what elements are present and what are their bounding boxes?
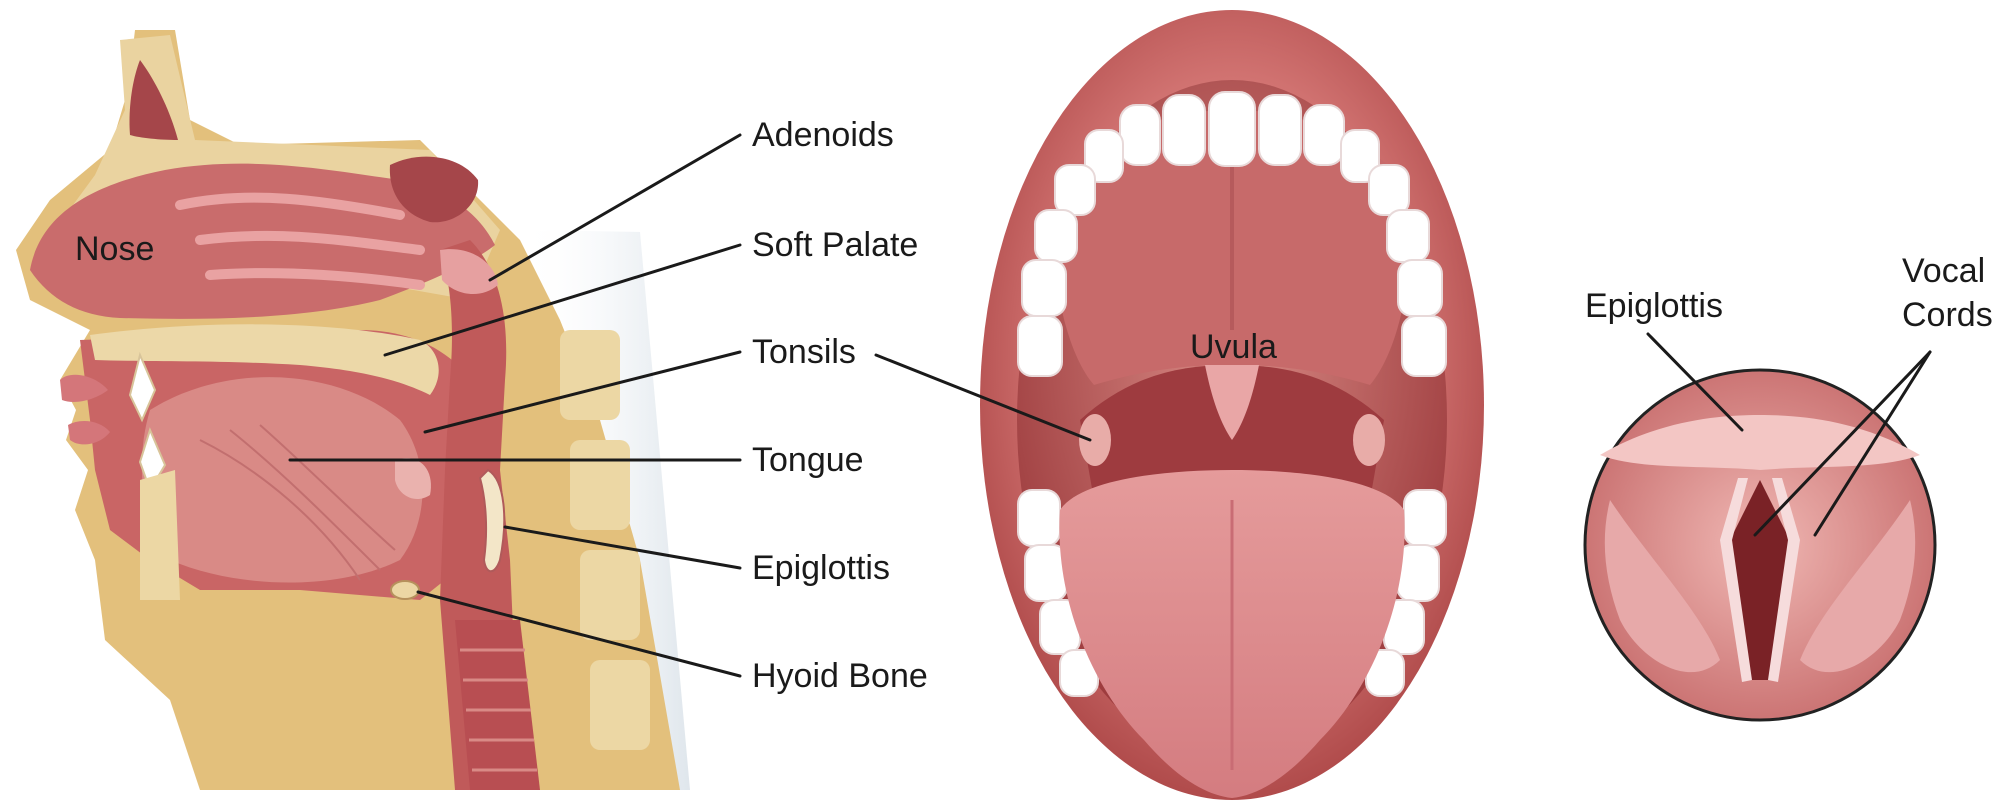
label-nose: Nose — [75, 230, 154, 268]
label-uvula: Uvula — [1190, 328, 1277, 366]
label-vocal-line1: Vocal — [1902, 252, 1985, 290]
right-tonsil — [1353, 414, 1385, 466]
label-tonsils: Tonsils — [752, 333, 856, 371]
label-soft-palate: Soft Palate — [752, 226, 918, 264]
label-tongue: Tongue — [752, 441, 864, 479]
label-epiglottis-right: Epiglottis — [1585, 287, 1723, 325]
sagittal-head-section — [16, 30, 690, 790]
mandible — [140, 470, 180, 600]
label-epiglottis-left: Epiglottis — [752, 549, 890, 587]
hyoid-bone-shape — [391, 581, 419, 599]
vocal-cords-view — [1585, 370, 1935, 720]
label-adenoids: Adenoids — [752, 116, 894, 154]
label-hyoid-bone: Hyoid Bone — [752, 657, 928, 695]
open-mouth-illustration — [980, 10, 1484, 800]
left-tonsil — [1079, 414, 1111, 466]
label-vocal-line2: Cords — [1902, 296, 1993, 334]
tongue-muscle — [142, 377, 423, 582]
